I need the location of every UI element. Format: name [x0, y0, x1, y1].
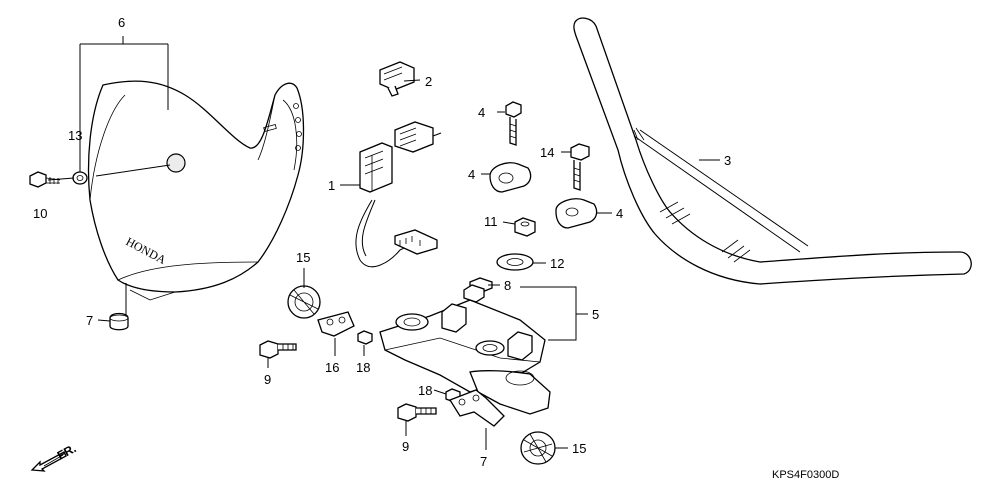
callout-10: 10 — [33, 206, 47, 221]
part-4-holder[interactable] — [489, 162, 532, 193]
part-16-bracket[interactable] — [317, 311, 355, 337]
callout-4-upper: 4 — [478, 105, 485, 120]
part-9-bolt[interactable] — [259, 340, 297, 359]
part-14-bolt[interactable] — [570, 143, 590, 191]
part-2-key[interactable] — [379, 61, 415, 97]
leader-lines — [47, 36, 720, 450]
part-7-grommet[interactable] — [109, 312, 129, 331]
callout-18-upper: 18 — [356, 360, 370, 375]
part-5-handlebar-holder[interactable] — [379, 284, 551, 415]
callout-4-holder: 4 — [468, 167, 475, 182]
callout-15-upper: 15 — [296, 250, 310, 265]
part-13-washer[interactable] — [72, 171, 88, 185]
part-12-washer[interactable] — [496, 253, 534, 271]
callout-3: 3 — [724, 153, 731, 168]
part-11-nut[interactable] — [514, 217, 536, 237]
callout-9-lower: 9 — [402, 439, 409, 454]
callout-8: 8 — [504, 278, 511, 293]
part-7-bracket-lower[interactable] — [449, 389, 505, 427]
part-4-holder-right[interactable] — [555, 198, 598, 229]
callout-4-right: 4 — [616, 206, 623, 221]
part-10-bolt[interactable] — [29, 171, 61, 188]
callout-2: 2 — [425, 74, 432, 89]
part-4-bolt[interactable] — [505, 101, 522, 146]
callout-7: 7 — [86, 313, 93, 328]
callout-9-upper: 9 — [264, 372, 271, 387]
callout-5: 5 — [592, 307, 599, 322]
callout-18-lower: 18 — [418, 383, 432, 398]
callout-1: 1 — [328, 178, 335, 193]
part-15-grommet-lower[interactable] — [520, 431, 556, 465]
diagram-code: KPS4F0300D — [772, 469, 839, 481]
direction-arrow-icon — [30, 451, 67, 472]
callout-6: 6 — [118, 15, 125, 30]
part-9-bolt-lower[interactable] — [397, 403, 437, 422]
callouts: 6 13 10 7 2 1 4 14 4 11 4 12 3 8 5 15 9 … — [33, 15, 731, 469]
callout-14: 14 — [540, 145, 554, 160]
part-1-ignition-switch[interactable] — [355, 121, 442, 268]
part-15-grommet[interactable] — [287, 285, 321, 319]
part-3-handlebar[interactable] — [573, 17, 972, 285]
part-18-nut[interactable] — [357, 330, 373, 345]
callout-7-lower: 7 — [480, 454, 487, 469]
headlight-cover[interactable]: HONDA — [87, 80, 305, 301]
callout-15-lower: 15 — [572, 441, 586, 456]
callout-13: 13 — [68, 128, 82, 143]
callout-12: 12 — [550, 256, 564, 271]
callout-16: 16 — [325, 360, 339, 375]
callout-11: 11 — [484, 214, 498, 229]
